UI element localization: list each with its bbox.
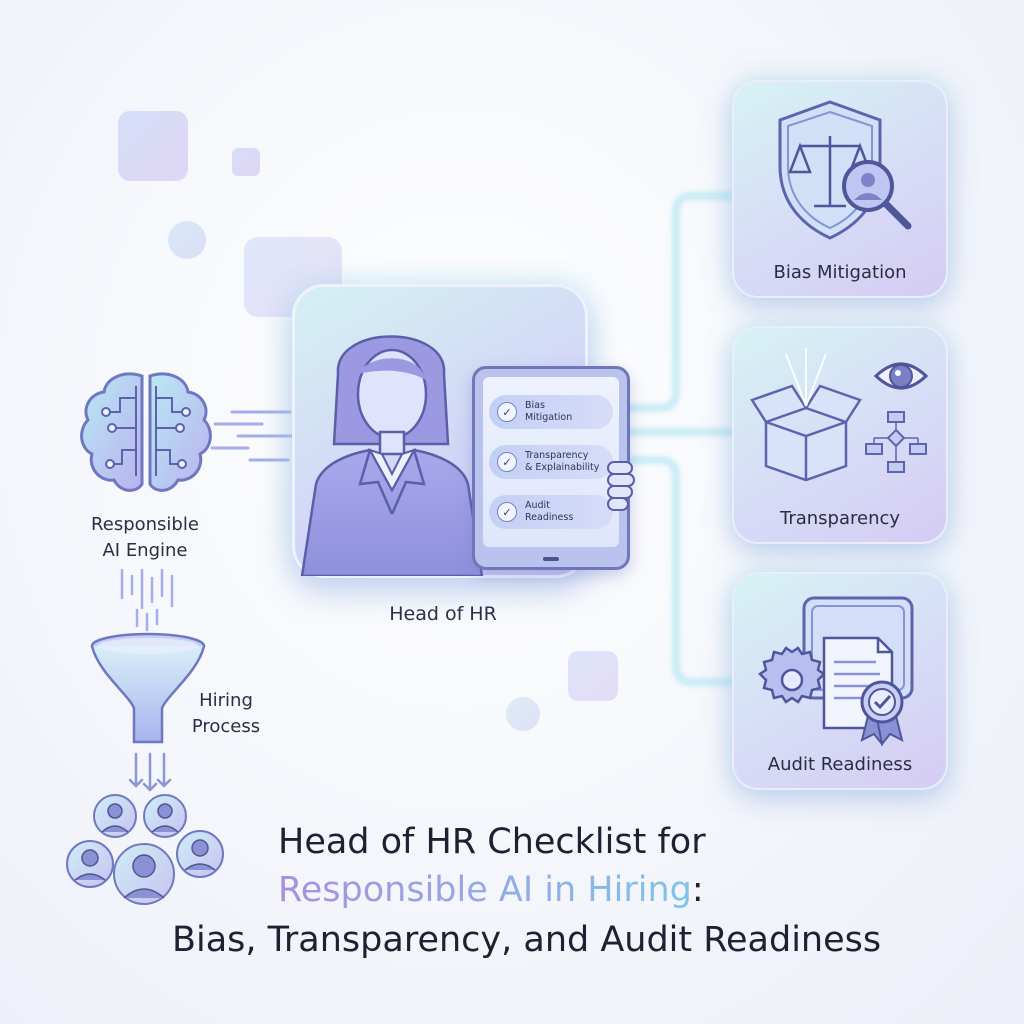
card-title: Transparency: [779, 508, 901, 529]
decor-circle: [168, 221, 206, 259]
checkmark-icon: ✓: [497, 452, 517, 472]
brain-circuit-icon: [80, 372, 212, 492]
checklist-item-label: Audit Readiness: [525, 500, 573, 524]
title-colon: :: [691, 870, 704, 910]
card-title: Bias Mitigation: [773, 262, 907, 283]
title-line-1: Head of HR Checklist for: [278, 822, 706, 862]
tablet-screen: ✓ Bias Mitigation ✓ Transparency & Expla…: [483, 377, 619, 547]
checkmark-icon: ✓: [497, 502, 517, 522]
checklist-item-label: Transparency & Explainability: [525, 450, 599, 474]
data-flow-streaks: [120, 568, 174, 632]
funnel-label-line2: Process: [191, 716, 261, 737]
funnel-label-line1: Hiring: [199, 690, 253, 711]
hand-icon: [607, 461, 635, 511]
funnel-icon: [90, 632, 206, 744]
head-of-hr-label: Head of HR: [389, 603, 497, 625]
engine-label-line1: Responsible: [91, 514, 199, 535]
checklist-item-line2: Readiness: [525, 512, 574, 523]
candidate-avatars: [66, 794, 224, 905]
checklist-item-label: Bias Mitigation: [525, 400, 572, 424]
title-line-2: Responsible AI in Hiring:: [278, 870, 798, 910]
title-line-3: Bias, Transparency, and Audit Readiness: [172, 920, 882, 960]
decor-circle-bottom: [506, 697, 540, 731]
open-box-eye-flowchart-icon: [750, 348, 929, 482]
decor-square-bottom: [568, 651, 618, 701]
checklist-item-line2: & Explainability: [525, 462, 600, 473]
card-title: Audit Readiness: [767, 754, 913, 775]
gear-document-badge-icon: [758, 596, 914, 747]
checklist-item-line2: Mitigation: [525, 412, 573, 423]
decor-square-large: [118, 111, 188, 181]
shield-scale-magnifier-icon: [778, 100, 912, 240]
decor-square-small: [232, 148, 260, 176]
down-arrows-icon: [128, 752, 172, 792]
checklist-item-transparency: ✓ Transparency & Explainability: [489, 445, 613, 479]
engine-label: Responsible AI Engine: [60, 512, 230, 564]
checklist-item-audit: ✓ Audit Readiness: [489, 495, 613, 529]
title-highlight: Responsible AI in Hiring: [278, 870, 692, 910]
checklist-item-line1: Transparency: [525, 450, 589, 461]
engine-label-line2: AI Engine: [102, 540, 188, 561]
checklist-item-line1: Bias: [525, 400, 545, 411]
checklist-item-bias: ✓ Bias Mitigation: [489, 395, 613, 429]
funnel-label: Hiring Process: [176, 688, 276, 740]
checklist-tablet: ✓ Bias Mitigation ✓ Transparency & Expla…: [472, 366, 630, 570]
card-audit-readiness: Audit Readiness: [732, 572, 948, 790]
checklist-item-line1: Audit: [525, 500, 550, 511]
hr-person-icon: [300, 335, 484, 576]
card-transparency: Transparency: [732, 326, 948, 544]
checkmark-icon: ✓: [497, 402, 517, 422]
head-of-hr-panel: [292, 284, 588, 578]
card-bias-mitigation: Bias Mitigation: [732, 80, 948, 298]
tablet-home-button: [543, 557, 559, 561]
